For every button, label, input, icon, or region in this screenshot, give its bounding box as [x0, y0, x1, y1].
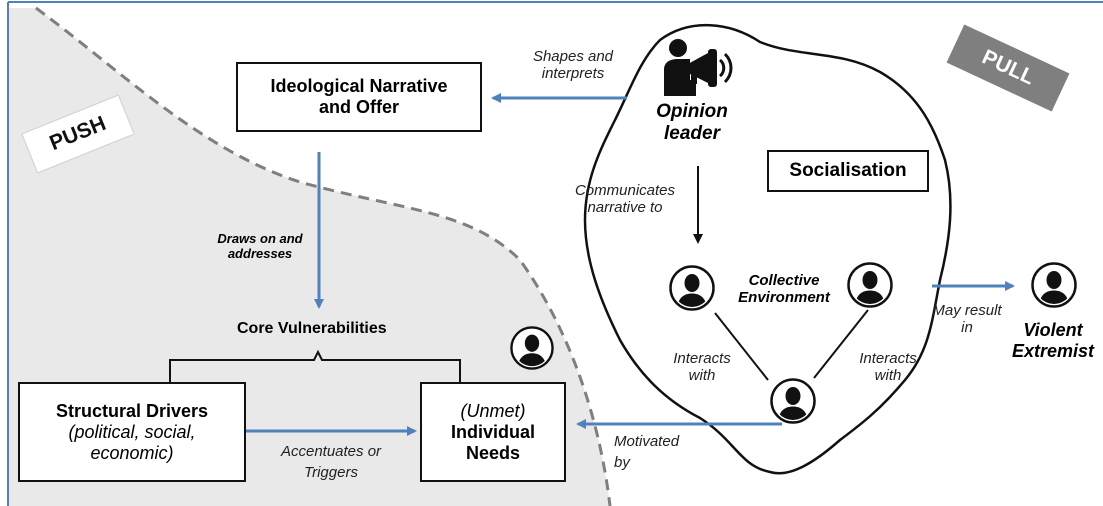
collective-line2: Environment — [738, 289, 830, 307]
motivated-line2: by — [614, 454, 630, 472]
megaphone-person-icon — [664, 39, 733, 96]
collective-environment-label: Collective Environment — [726, 272, 842, 307]
needs-line1: (Unmet) — [460, 400, 526, 421]
ideological-line2: and Offer — [318, 97, 399, 117]
core-vulnerabilities-bracket — [169, 349, 461, 382]
accentuates-label: Accentuates or Triggers — [256, 443, 406, 482]
interacts-left-label: Interacts with — [660, 350, 744, 385]
socialisation-box: Socialisation — [767, 150, 929, 192]
interacts-right-line2: with — [874, 367, 902, 385]
draws-label: Draws on and addresses — [200, 231, 320, 262]
interacts-left-line2: with — [688, 367, 716, 385]
violent-line2: Extremist — [1011, 340, 1095, 361]
communicates-label: Communicates narrative to — [562, 182, 688, 217]
violent-extremist-label: Violent Extremist — [1005, 320, 1101, 361]
interacts-right-line1: Interacts — [859, 350, 917, 367]
draws-line2: addresses — [227, 245, 293, 261]
collective-person-bottom-icon — [772, 380, 815, 425]
shapes-line1: Shapes and — [532, 48, 614, 65]
opinion-leader-label: Opinion leader — [648, 101, 736, 145]
motivated-label: Motivated by — [614, 433, 679, 472]
structural-line1: Structural Drivers — [55, 400, 209, 421]
ideological-line1: Ideological Narrative — [270, 76, 448, 96]
individual-person-icon — [511, 327, 552, 370]
may-result-line1: May result — [932, 302, 1002, 319]
shapes-line2: interprets — [541, 65, 605, 83]
socialisation-blob — [583, 23, 952, 475]
interacts-left-line1: Interacts — [673, 350, 731, 367]
structural-drivers-box: Structural Drivers (political, social, e… — [18, 382, 246, 482]
structural-line3: economic) — [90, 442, 174, 463]
motivated-line1: Motivated — [614, 433, 680, 450]
violent-line1: Violent — [1023, 320, 1083, 340]
core-vulnerabilities-label: Core Vulnerabilities — [237, 320, 387, 337]
violent-extremist-person-icon — [1033, 264, 1076, 309]
communicates-line2: narrative to — [587, 199, 663, 217]
opinion-leader-line2: leader — [664, 122, 720, 144]
push-tag — [21, 94, 135, 174]
pull-tag — [946, 24, 1070, 112]
collective-person-right-icon — [849, 264, 892, 309]
push-pull-boundary — [35, 6, 612, 506]
interacts-right-label: Interacts with — [846, 350, 930, 385]
shapes-label: Shapes and interprets — [518, 48, 628, 83]
opinion-leader-line1: Opinion — [656, 101, 728, 122]
collective-person-left-icon — [671, 267, 714, 312]
structural-line2: (political, social, — [68, 421, 196, 442]
ideological-narrative-box: Ideological Narrative and Offer — [236, 62, 482, 132]
draws-line1: Draws on and — [217, 231, 303, 246]
may-result-line2: in — [961, 319, 973, 337]
needs-line2: Individual — [450, 421, 535, 442]
may-result-label: May result in — [922, 302, 1012, 337]
accentuates-line2: Triggers — [304, 464, 358, 482]
individual-needs-box: (Unmet) Individual Needs — [420, 382, 566, 482]
accentuates-line1: Accentuates or — [280, 443, 382, 460]
needs-line3: Needs — [465, 442, 521, 463]
socialisation-label: Socialisation — [789, 160, 907, 181]
collective-line1: Collective — [748, 272, 820, 289]
communicates-line1: Communicates — [574, 182, 676, 199]
